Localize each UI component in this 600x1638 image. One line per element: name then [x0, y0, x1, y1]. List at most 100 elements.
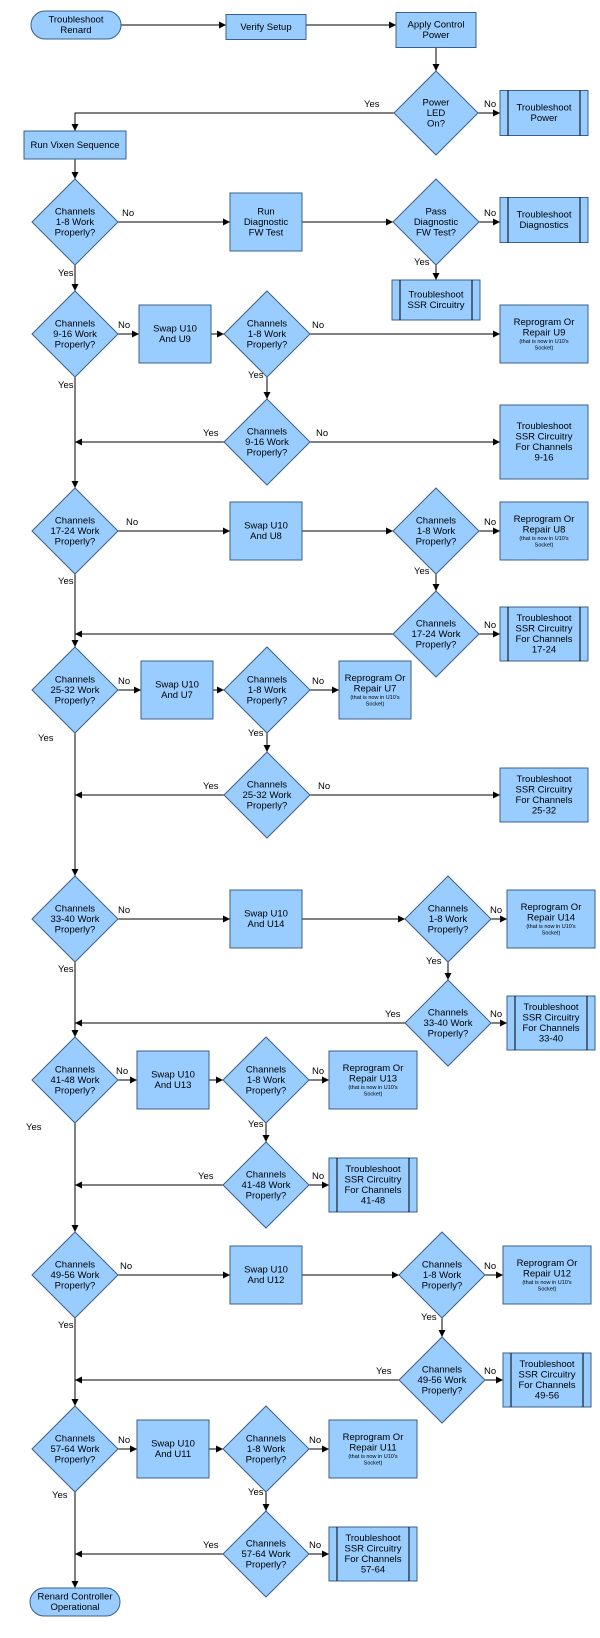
- edge-label-no: No: [118, 905, 130, 916]
- edge-label-yes: Yes: [52, 1490, 68, 1501]
- node-label: Swap U10: [151, 1070, 195, 1081]
- edge-label-yes: Yes: [58, 1320, 74, 1331]
- decision-diamond: [222, 1510, 310, 1598]
- node-label: Troubleshoot: [516, 613, 571, 624]
- node-label: Run Vixen Sequence: [30, 140, 119, 151]
- node-label: 17-24 Work: [412, 629, 461, 640]
- node-label: Channels: [55, 1433, 95, 1444]
- subprocess-box: [328, 1526, 418, 1582]
- node-label: And U11: [155, 1449, 191, 1460]
- edge-label-no: No: [484, 620, 496, 631]
- decision-diamond: [392, 487, 480, 575]
- node-label: Channels: [422, 1364, 462, 1375]
- edge-label-no: No: [484, 517, 496, 528]
- node-label: Diagnostic: [414, 217, 459, 228]
- edge-label-yes: Yes: [376, 1366, 392, 1377]
- edge-label-yes: Yes: [248, 1487, 264, 1498]
- process-box: [225, 14, 307, 40]
- edge-label-no: No: [484, 1261, 496, 1272]
- edge-label-yes: Yes: [203, 428, 219, 439]
- process-box: [136, 1050, 210, 1110]
- node-label: Channels: [55, 674, 95, 685]
- subprocess-box: [502, 1352, 592, 1408]
- node-label: Diagnostic: [244, 217, 289, 228]
- node-label: Renard Controller: [38, 1592, 113, 1603]
- process-box: [229, 192, 303, 252]
- node-note: (that is now in U10's: [522, 1280, 572, 1286]
- node-label: Properly?: [246, 1190, 287, 1201]
- node-label: Renard: [60, 25, 91, 36]
- node-label: SSR Circuitry: [407, 300, 464, 311]
- node-label: Channels: [55, 515, 95, 526]
- edge-label-yes: Yes: [58, 964, 74, 975]
- node-label: Properly?: [416, 536, 457, 547]
- decision-diamond: [31, 646, 119, 734]
- node-label: 49-56 Work: [51, 1270, 100, 1281]
- node-label: Properly?: [422, 1385, 463, 1396]
- node-label: Power: [423, 30, 450, 41]
- node-note: Socket): [366, 702, 385, 708]
- node-label: 1-8 Work: [247, 1075, 286, 1086]
- node-label: 9-16 Work: [245, 437, 289, 448]
- node-label: LED: [427, 108, 446, 119]
- edge-label-no: No: [484, 99, 496, 110]
- edge-label-yes: Yes: [248, 370, 264, 381]
- decision-diamond: [404, 979, 492, 1067]
- node-label: SSR Circuitry: [344, 1544, 401, 1555]
- edge-label-yes: Yes: [203, 781, 219, 792]
- node-label: Repair U12: [523, 1269, 571, 1280]
- node-label: Properly?: [428, 924, 469, 935]
- process-box: [229, 889, 303, 949]
- node-label: For Channels: [518, 1380, 575, 1391]
- process-box: [229, 1245, 303, 1305]
- process-box: [502, 1245, 592, 1305]
- node-label: Properly?: [55, 1085, 96, 1096]
- node-note: (that is now in U10's: [348, 1085, 398, 1091]
- node-label: Repair U14: [527, 913, 575, 924]
- node-label: Properly?: [55, 1280, 96, 1291]
- node-label: 49-56 Work: [418, 1375, 467, 1386]
- node-label: 41-48 Work: [242, 1180, 291, 1191]
- decision-diamond: [31, 1231, 119, 1319]
- node-label: And U7: [161, 690, 193, 701]
- node-label: SSR Circuitry: [515, 624, 572, 635]
- node-label: Swap U10: [155, 680, 199, 691]
- node-label: Verify Setup: [240, 22, 291, 33]
- connector-arrow: [71, 112, 394, 131]
- node-label: Properly?: [246, 1085, 287, 1096]
- edge-label-no: No: [118, 320, 130, 331]
- node-label: Power: [423, 97, 450, 108]
- node-label: 17-24 Work: [51, 526, 100, 537]
- edge-label-no: No: [118, 676, 130, 687]
- terminator: [29, 1587, 121, 1617]
- node-label: Properly?: [55, 924, 96, 935]
- node-label: Channels: [55, 206, 95, 217]
- node-label: 1-8 Work: [248, 685, 287, 696]
- node-label: Swap U10: [244, 1265, 288, 1276]
- decision-diamond: [398, 1336, 486, 1424]
- node-label: 41-48 Work: [51, 1075, 100, 1086]
- node-label: Repair U7: [354, 684, 397, 695]
- node-label: FW Test?: [416, 227, 456, 238]
- process-box: [499, 767, 589, 823]
- node-label: 25-32 Work: [51, 685, 100, 696]
- node-label: Properly?: [247, 800, 288, 811]
